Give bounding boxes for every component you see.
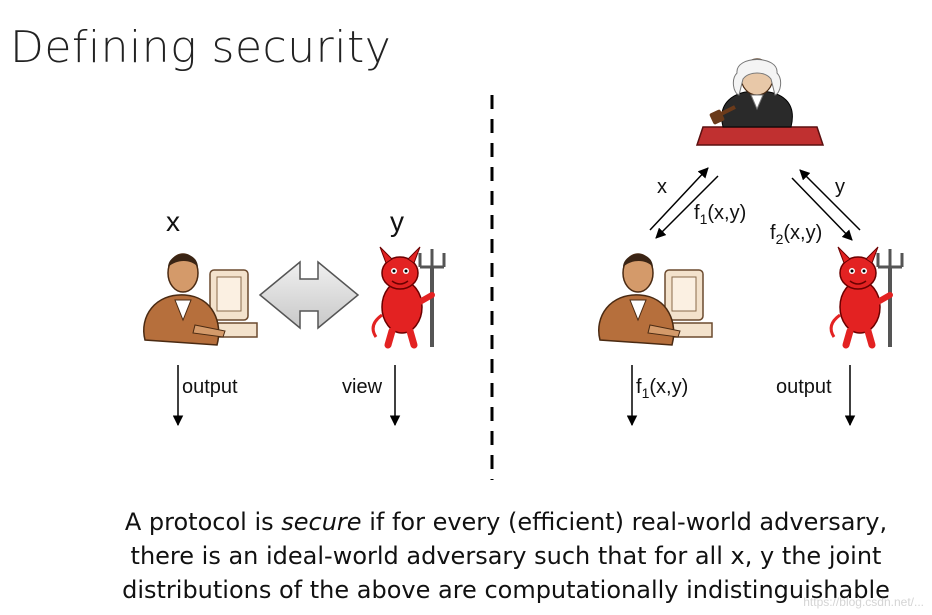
ideal-f2-from-judge-label: f2(x,y) [770,222,823,247]
caption-line-1: A protocol is secure if for every (effic… [124,508,888,536]
trusted-party-judge-icon [695,58,825,146]
adversary-devil-icon [371,246,446,349]
ideal-x-label: x [657,176,667,198]
ideal-x-to-judge-arrow [649,167,709,231]
watermark: https://blog.csdn.net/... [803,595,924,609]
interaction-double-arrow [258,260,360,330]
ideal-party1-output-label: f1(x,y) [636,376,689,401]
real-party2-input-label: y [390,206,404,237]
ideal-honest-party-computer-icon [598,253,713,346]
slide-title: Defining security [10,22,392,73]
real-party1-input-label: x [166,206,180,237]
real-party1-output-label: output [182,376,238,398]
ideal-party2-output-label: output [776,376,832,398]
ideal-adversary-devil-icon [829,246,904,349]
ideal-y-label: y [835,176,845,198]
ideal-f2-from-judge-arrow [791,177,853,241]
ideal-f1-from-judge-label: f1(x,y) [694,202,747,227]
caption-line-3: distributions of the above are computati… [122,576,890,604]
caption-line-2: there is an ideal-world adversary such t… [130,542,882,570]
ideal-y-to-judge-arrow [799,169,861,231]
real-party2-view-label: view [342,376,383,398]
honest-party-computer-icon [143,253,258,346]
definition-caption: A protocol is secure if for every (effic… [80,505,932,607]
ideal-f1-from-judge-arrow [655,175,719,239]
